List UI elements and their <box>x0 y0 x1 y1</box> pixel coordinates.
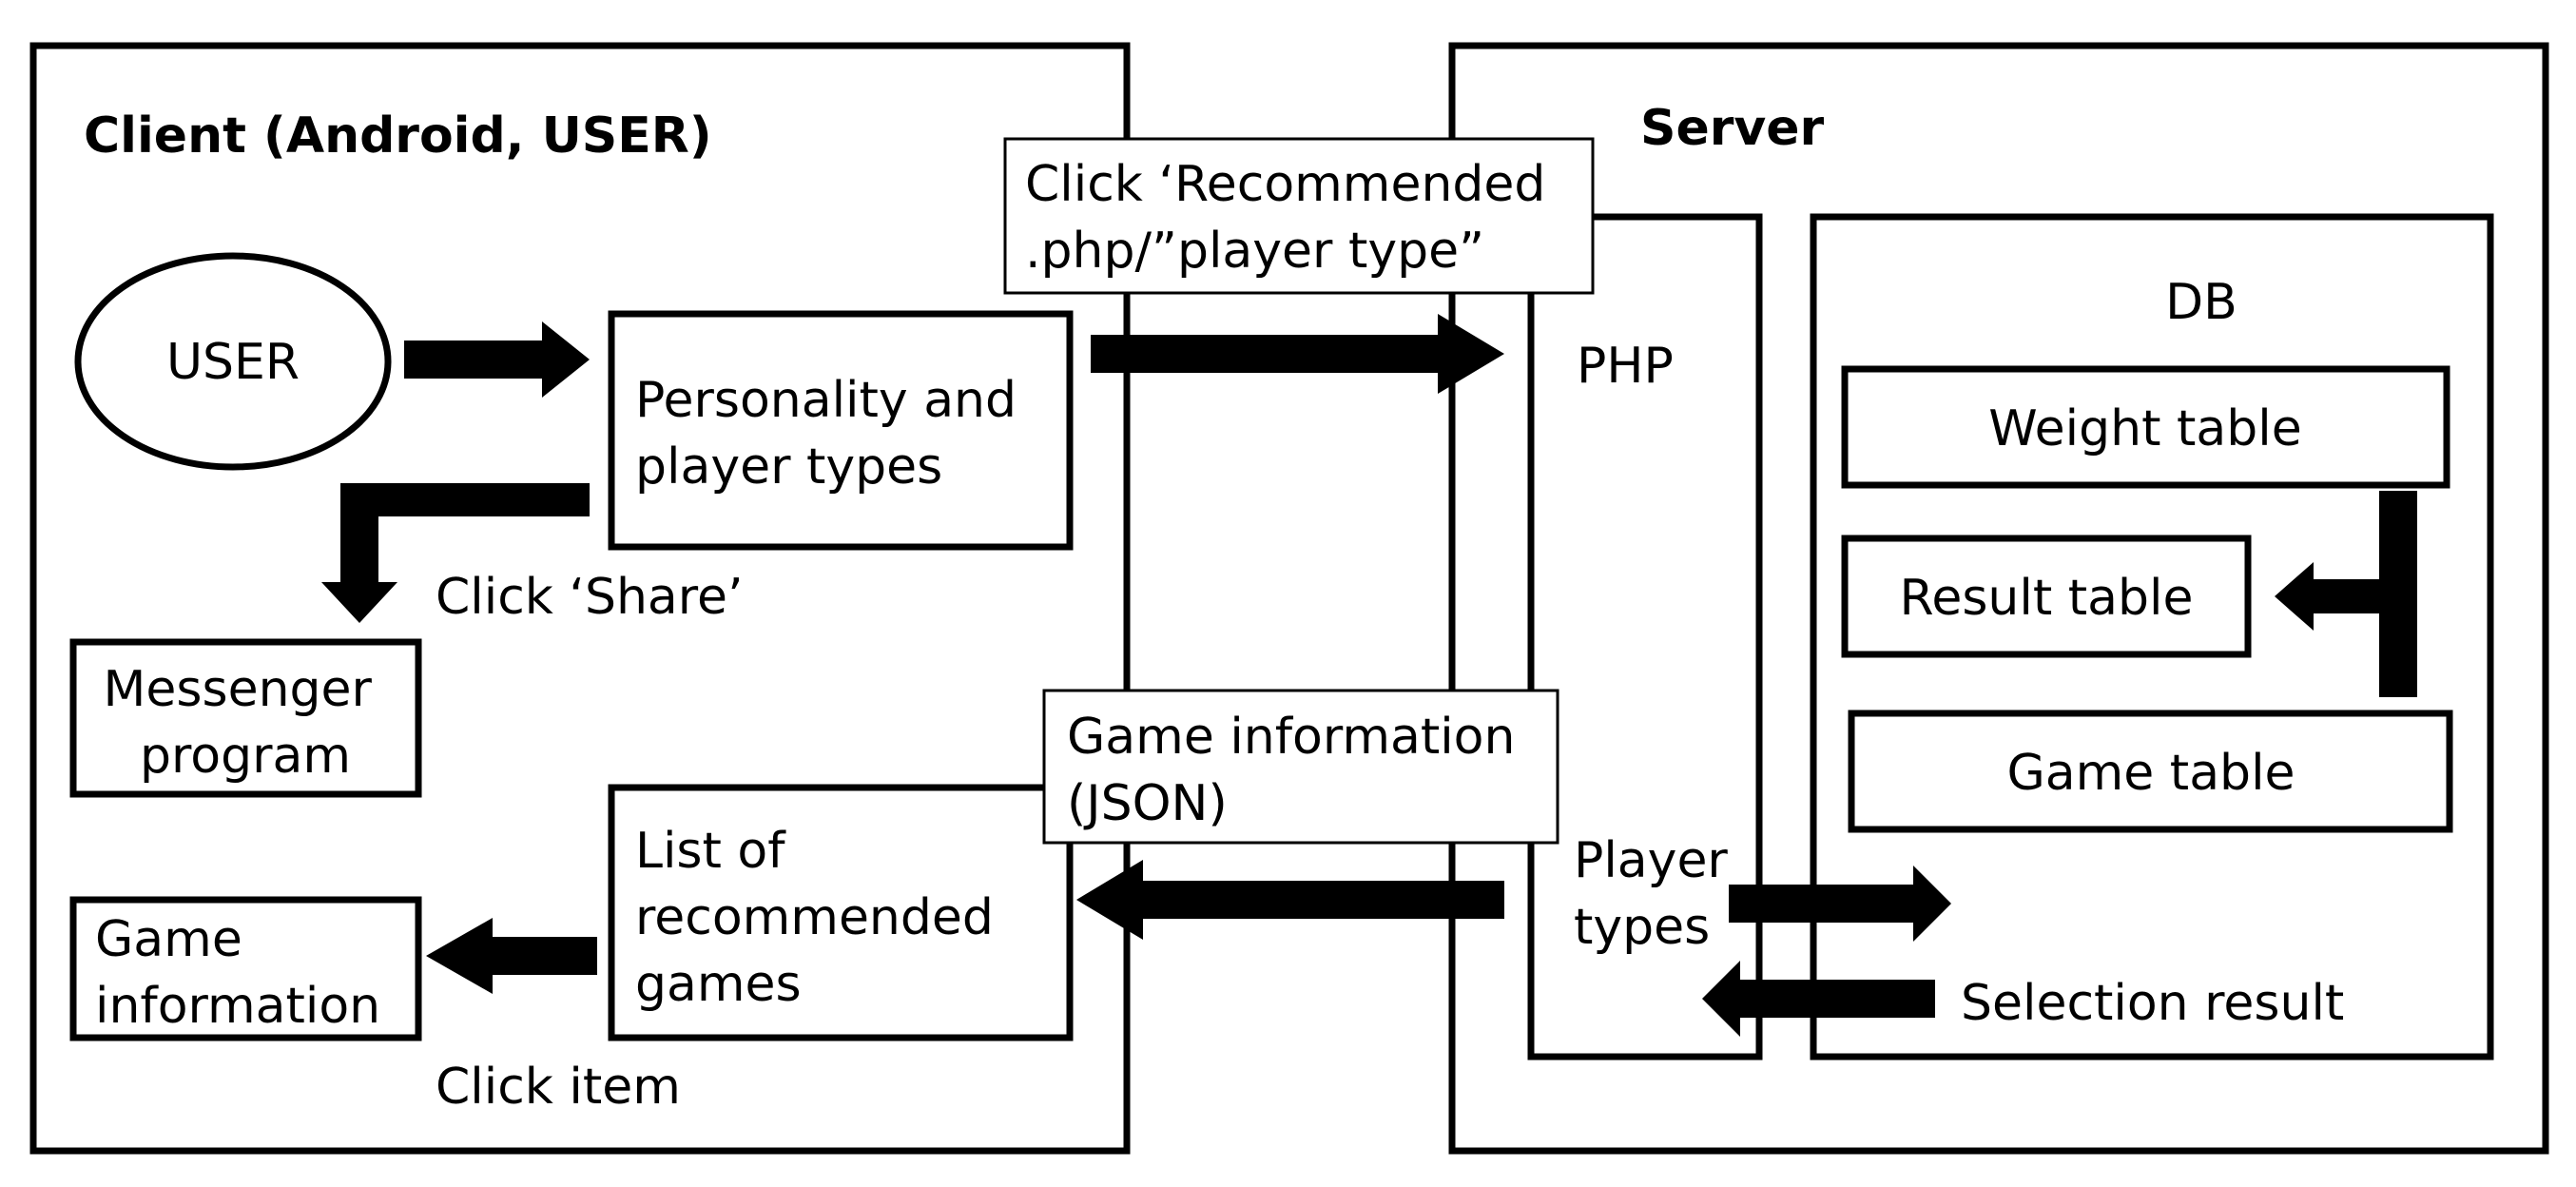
game-table-box <box>1848 710 2453 833</box>
player-types-label: Player types <box>1574 832 1743 956</box>
game-information-label: Game information <box>95 911 380 1035</box>
db-label: DB <box>2165 274 2237 331</box>
user-to-personality-arrow <box>404 321 590 398</box>
share-arrow <box>321 483 590 623</box>
messenger-label: Messenger program <box>104 661 388 785</box>
request-arrow <box>1091 314 1504 394</box>
request-label-box <box>1003 137 1595 295</box>
weight-table-label: Weight table <box>1988 400 2301 457</box>
response-label-box <box>1042 689 1559 845</box>
server-title: Server <box>1640 100 1825 157</box>
result-table-box <box>1841 535 2252 658</box>
result-table-label: Result table <box>1900 570 2194 627</box>
request-label: Click ‘Recommended .php/”player type” <box>1025 156 1561 280</box>
game-table-label: Game table <box>2006 745 2295 802</box>
messenger-box <box>69 638 422 798</box>
selection-result-label: Selection result <box>1961 975 2344 1032</box>
click-item-label: Click item <box>436 1059 681 1116</box>
client-title: Client (Android, USER) <box>84 107 712 165</box>
weight-table-box <box>1841 365 2450 489</box>
user-node <box>74 252 392 471</box>
recommended-games-box <box>608 784 1074 1041</box>
tables-to-result-arrow <box>2275 491 2417 697</box>
response-label: Game information (JSON) <box>1067 709 1531 832</box>
recommended-games-label: List of recommended games <box>635 823 1009 1013</box>
php-box <box>1527 213 1763 1061</box>
click-item-arrow <box>426 918 597 994</box>
personality-box <box>608 310 1074 551</box>
user-label: USER <box>166 334 300 391</box>
personality-label: Personality and player types <box>635 372 1033 496</box>
response-arrow <box>1076 860 1504 940</box>
click-share-label: Click ‘Share’ <box>436 569 744 626</box>
player-types-to-db-arrow <box>1729 866 1951 942</box>
selection-result-arrow <box>1702 961 1935 1037</box>
game-information-box <box>69 896 422 1041</box>
php-label: PHP <box>1577 338 1674 395</box>
